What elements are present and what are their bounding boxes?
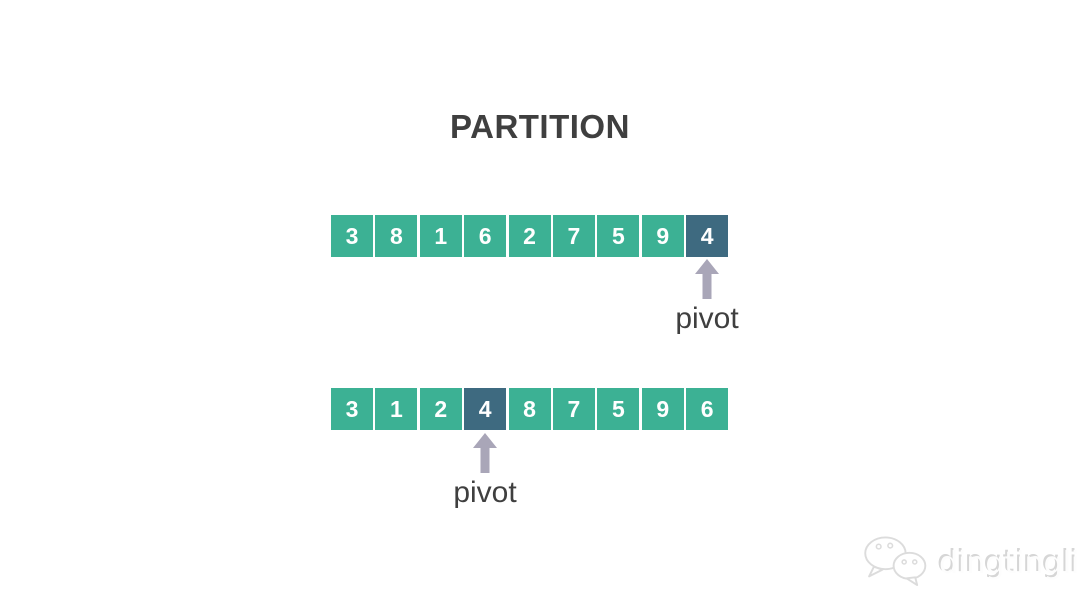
array-cell: 2 [508,215,551,257]
pivot-arrow-icon [694,259,720,304]
pivot-label: pivot [453,476,517,509]
page-title: PARTITION [450,108,630,145]
array-cell: 5 [597,388,640,430]
array-cell: 5 [597,215,640,257]
array-cell: 1 [375,388,418,430]
array-cell: 8 [508,388,551,430]
pivot-cell: 4 [686,215,729,257]
pivot-label: pivot [675,302,739,335]
pivot-arrow-icon [472,433,498,478]
array-cell: 3 [331,388,373,430]
array-cell: 7 [552,215,595,257]
array-cell: 6 [686,388,729,430]
array-cell: 1 [419,215,462,257]
wechat-icon [860,536,932,591]
watermark-text: dingtingli [939,546,1080,581]
array-cell: 9 [641,215,684,257]
array-cell: 8 [375,215,418,257]
array-cell: 6 [464,215,507,257]
array-after-partition: 3 1 2 4 8 7 5 9 6 [331,388,729,430]
array-cell: 7 [552,388,595,430]
array-before-partition: 3 8 1 6 2 7 5 9 4 [331,215,729,257]
array-cell: 2 [419,388,462,430]
pivot-cell: 4 [464,388,507,430]
array-cell: 3 [331,215,373,257]
array-cell: 9 [641,388,684,430]
watermark: dingtingli [860,536,1079,591]
